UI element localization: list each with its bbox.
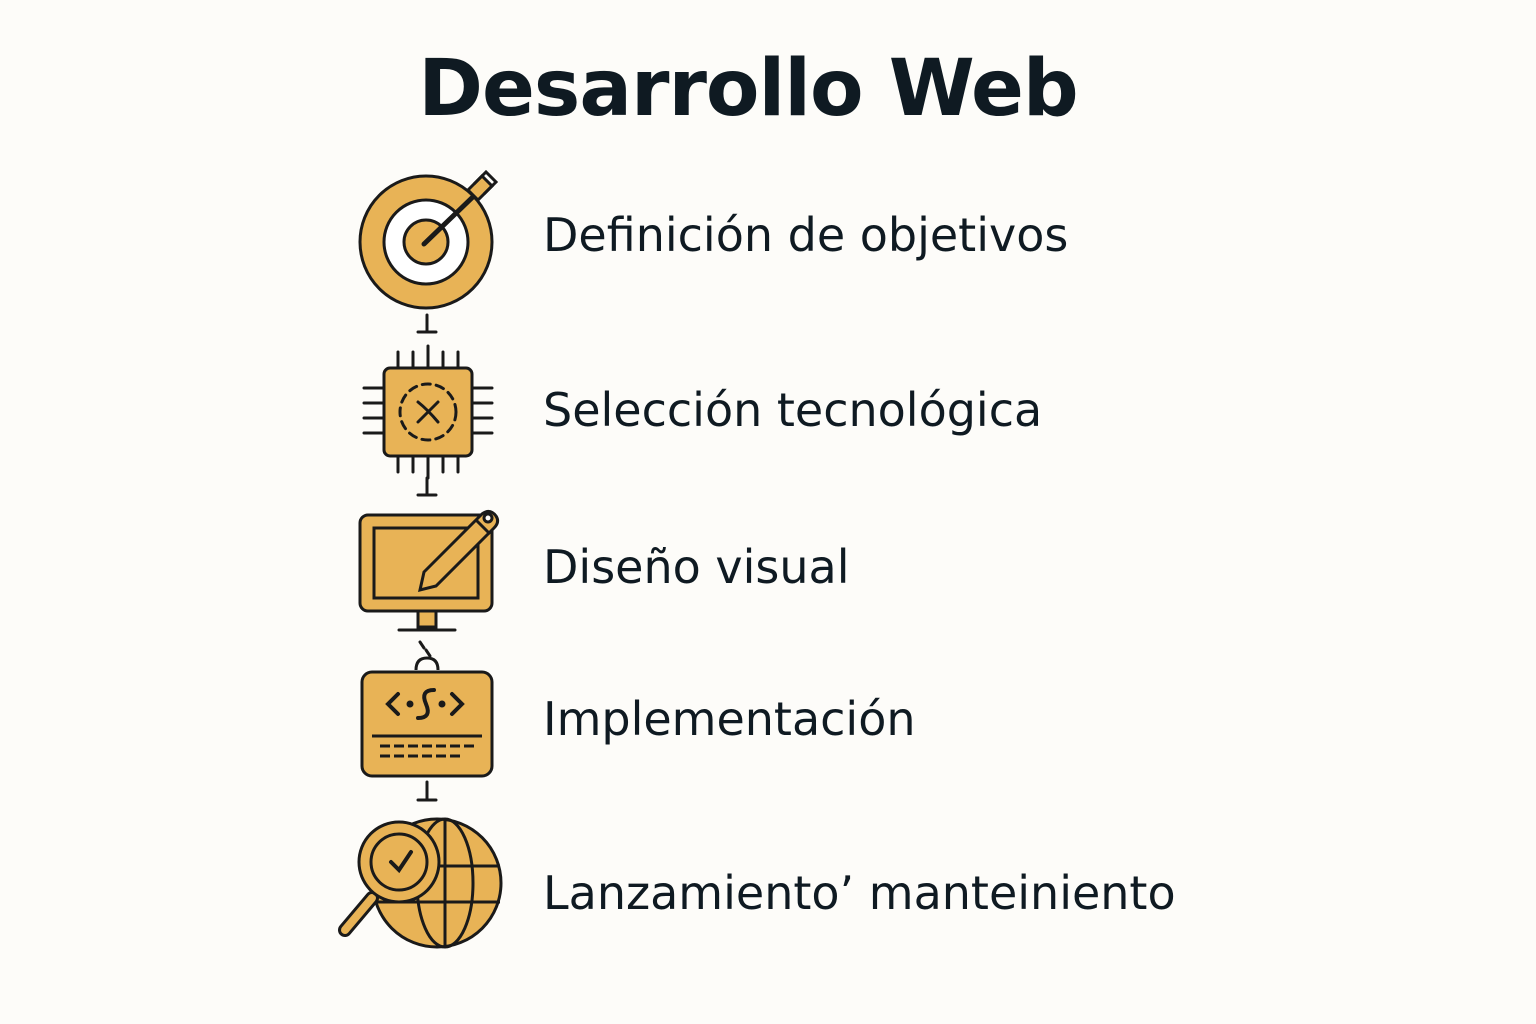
code-window-icon	[360, 656, 494, 778]
step-label-diseno: Diseño visual	[543, 540, 850, 594]
step-label-definicion: Definición de objetivos	[543, 208, 1069, 262]
monitor-pencil-icon	[358, 509, 500, 629]
connector-2	[416, 476, 438, 497]
target-icon	[358, 169, 499, 310]
connector-4	[416, 780, 438, 802]
connector-1	[416, 313, 438, 334]
connector-3	[397, 628, 457, 658]
step-label-lanzamiento: Lanzamiento’ manteiniento	[543, 866, 1176, 920]
step-label-seleccion: Selección tecnológica	[543, 383, 1043, 437]
globe-magnifier-icon	[338, 817, 503, 949]
pencil-icon	[418, 509, 500, 593]
chip-pins	[362, 344, 494, 480]
chip-icon	[362, 344, 494, 480]
step-label-implementacion: Implementación	[543, 692, 916, 746]
connectors	[397, 313, 457, 802]
diagram-title: Desarrollo Web	[418, 44, 1078, 134]
